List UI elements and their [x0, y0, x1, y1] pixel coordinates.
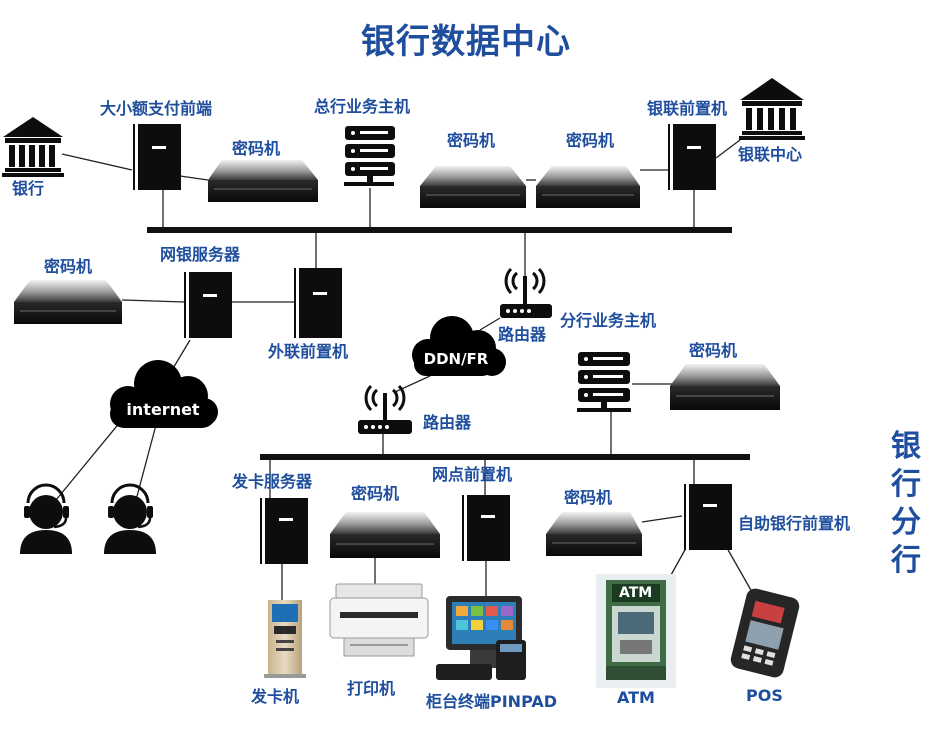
payment-frontend-server-icon [133, 124, 181, 190]
label-router-bottom: 路由器 [423, 413, 472, 432]
label-printer: 打印机 [347, 679, 396, 698]
label-crypto-branch-host: 密码机 [689, 341, 738, 360]
internet-cloud-icon [110, 360, 218, 428]
crypto-machine-left-icon [14, 280, 122, 324]
label-counter-terminal: 柜台终端PINPAD [426, 692, 557, 711]
label-crypto-card: 密码机 [351, 484, 400, 503]
crypto-machine-branch-host-icon [670, 364, 780, 410]
branch-business-host-icon [577, 352, 631, 412]
label-ebank-server: 网银服务器 [160, 245, 241, 264]
printer-icon [329, 583, 429, 657]
unionpay-frontend-server-icon [668, 124, 716, 190]
router-bottom-icon [358, 384, 412, 434]
ebank-server-icon [184, 272, 232, 338]
label-pos: POS [746, 686, 783, 705]
label-branch-business-host: 分行业务主机 [560, 311, 657, 330]
crypto-machine-2-icon [420, 166, 526, 208]
router-top-icon [500, 267, 552, 318]
self-service-frontend-server-icon [684, 484, 732, 550]
label-router-top: 路由器 [498, 325, 547, 344]
label-unionpay-frontend: 银联前置机 [647, 99, 728, 118]
card-issue-server-icon [260, 498, 308, 564]
datacenter-bus [147, 227, 732, 233]
label-external-frontend: 外联前置机 [268, 342, 349, 361]
crypto-machine-1-icon [208, 160, 318, 202]
label-crypto-left: 密码机 [44, 257, 93, 276]
label-card-issuer: 发卡机 [251, 687, 300, 706]
bank-building-icon [2, 117, 64, 177]
customer-user-icon [104, 483, 156, 554]
pos-terminal-icon [730, 588, 800, 678]
label-outlet-frontend: 网点前置机 [432, 465, 513, 484]
label-crypto-3: 密码机 [566, 131, 615, 150]
branch-section-label: 银 行 分 行 [891, 429, 921, 578]
external-frontend-server-icon [294, 268, 342, 338]
crypto-machine-card-icon [330, 512, 440, 558]
label-atm: ATM [617, 688, 655, 707]
label-bank: 银行 [12, 179, 45, 198]
diagram-title: 银行数据中心 [361, 22, 571, 62]
hq-business-host-icon [344, 126, 395, 186]
label-crypto-2: 密码机 [447, 131, 496, 150]
label-large-small-payment: 大小额支付前端 [100, 99, 213, 118]
counter-terminal-icon [436, 596, 526, 680]
card-issuer-kiosk-icon [264, 600, 306, 678]
internet-cloud-label: internet [126, 400, 200, 419]
outlet-frontend-server-icon [462, 495, 510, 561]
label-unionpay-center: 银联中心 [738, 145, 803, 164]
crypto-machine-3-icon [536, 166, 640, 208]
unionpay-center-building-icon [739, 78, 805, 140]
branch-bus [260, 454, 750, 460]
label-self-service-frontend: 自助银行前置机 [738, 514, 851, 533]
label-card-issue-server: 发卡服务器 [232, 472, 313, 491]
atm-screen-text: ATM [619, 585, 653, 601]
ddn-cloud-label: DDN/FR [423, 350, 489, 368]
label-crypto-1: 密码机 [232, 139, 281, 158]
label-hq-business-host: 总行业务主机 [314, 97, 411, 116]
ddn-cloud-icon [412, 316, 506, 376]
customer-user-icon [20, 483, 72, 554]
label-crypto-self-service: 密码机 [564, 488, 613, 507]
crypto-machine-self-service-icon [546, 512, 642, 556]
atm-machine-icon [596, 574, 676, 688]
